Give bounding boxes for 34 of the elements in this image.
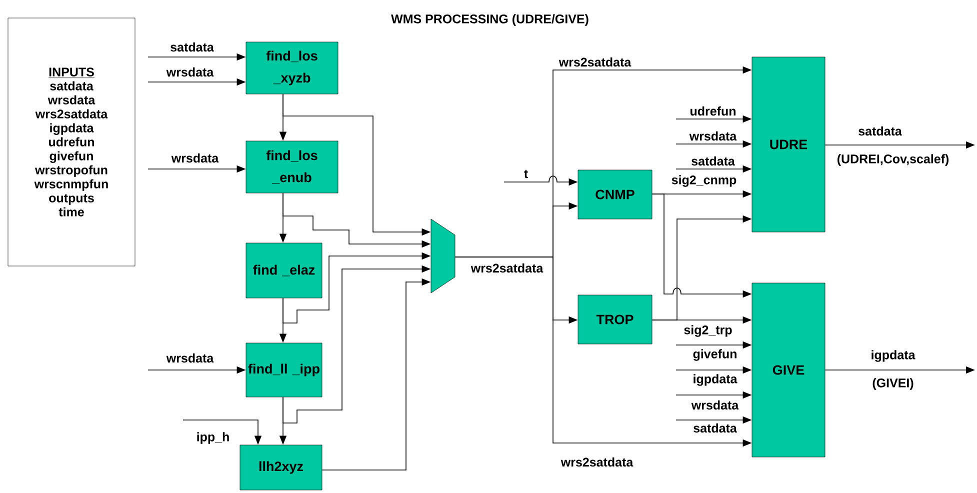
process-box: GIVE	[752, 282, 826, 458]
edge-label: igpdata	[872, 350, 916, 362]
edge-label: udrefun	[690, 106, 736, 116]
output-note: (UDREI,Cov,scalef)	[838, 154, 949, 166]
edge-label: ipp_h	[197, 432, 229, 444]
edge-label: wrsdata	[166, 353, 214, 363]
edge-label: satdata	[170, 42, 214, 52]
edge-label: satdata	[694, 423, 737, 433]
output-note: (GIVEI)	[872, 378, 914, 390]
process-box: CNMP	[578, 170, 652, 220]
edge-label: wrs2satdata	[470, 263, 544, 273]
edge-label: t	[524, 170, 528, 178]
process-box: find _elaz	[246, 242, 322, 298]
process-box: find_los _xyzb	[246, 42, 338, 94]
edge-label: givefun	[693, 349, 736, 361]
process-box: TROP	[578, 294, 652, 344]
multiplexer-shape	[430, 218, 456, 294]
process-box: find_ll _ipp	[246, 342, 322, 398]
edge-label: satdata	[692, 156, 735, 166]
edge-label: wrs2satdata	[558, 57, 632, 67]
title: WMS PROCESSING (UDRE/GIVE)	[391, 14, 588, 26]
edge-label: wrs2satdata	[560, 457, 634, 467]
edge-label: satdata	[858, 126, 902, 136]
edge-label: wrsdata	[171, 153, 219, 163]
edge-label: wrsdata	[689, 131, 737, 141]
edge-label: wrsdata	[166, 67, 214, 77]
process-box: find_los _enub	[246, 140, 338, 194]
edge-label: sig2_trp	[684, 325, 732, 337]
process-box: UDRE	[752, 56, 826, 232]
edge-label: igpdata	[694, 374, 738, 386]
inputs-box: INPUTS satdata wrsdata wrs2satdata igpdata udrefun givefun wrstropofun wrscnmpfun outputs time	[8, 18, 136, 266]
edge-label: wrsdata	[691, 400, 739, 410]
edge-label: sig2_cnmp	[672, 175, 736, 187]
process-box: llh2xyz	[240, 444, 322, 490]
